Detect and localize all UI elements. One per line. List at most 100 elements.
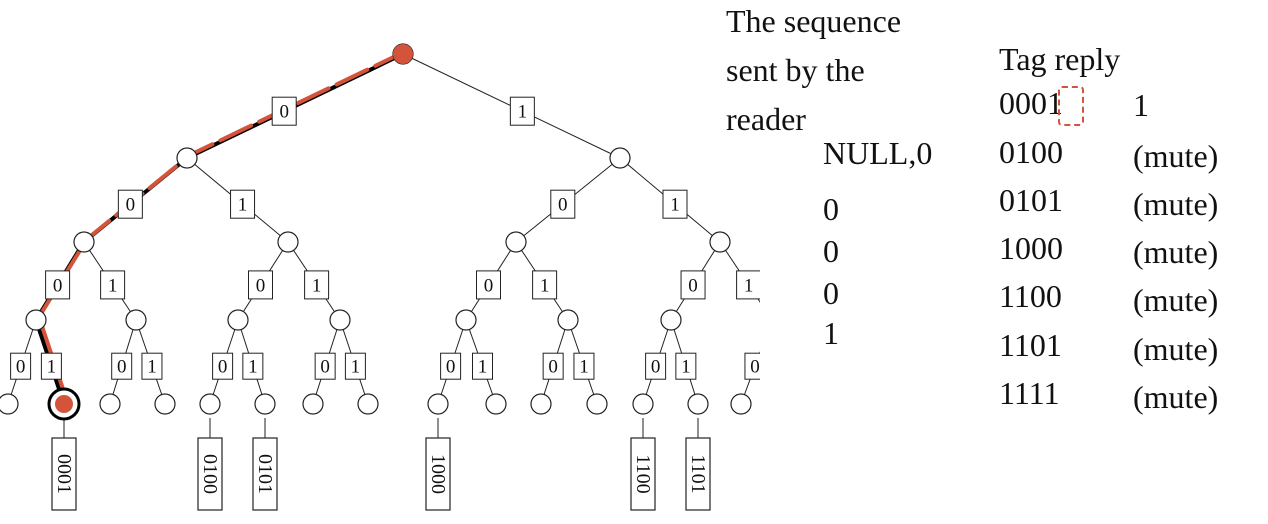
- tree-node: [199, 393, 221, 415]
- tag-reply: (mute): [1133, 331, 1219, 367]
- tag-label: 1100: [632, 454, 654, 493]
- branch-label-box: [117, 189, 143, 219]
- tag-label: 1101: [687, 454, 709, 493]
- branch-label: 1: [47, 357, 57, 378]
- branch-label-box: [314, 352, 336, 380]
- branch-label: 1: [518, 102, 528, 123]
- tree-node: [455, 309, 477, 331]
- branch-label: 0: [126, 195, 136, 216]
- branch-label: 0: [651, 357, 661, 378]
- tree-node: [176, 147, 198, 169]
- branch-label-box: [111, 352, 133, 380]
- branch-label-box: [532, 270, 558, 300]
- branch-label: 1: [312, 275, 322, 296]
- tree-node: [277, 231, 299, 253]
- tag-label: 1000: [427, 454, 449, 494]
- branch-label: 0: [688, 275, 698, 296]
- branch-label: 1: [478, 357, 488, 378]
- tag-id: 0001: [999, 85, 1063, 121]
- branch-label: 0: [446, 357, 456, 378]
- tree-node: [632, 393, 654, 415]
- branch-label-box: [304, 270, 330, 300]
- branch-label: 1: [540, 275, 550, 296]
- tag-box: [685, 437, 711, 511]
- branch-label-box: [680, 270, 706, 300]
- branch-label: 1: [238, 195, 248, 216]
- tag-reply: (mute): [1133, 234, 1219, 270]
- tree-node: [329, 309, 351, 331]
- branch-label-box: [472, 352, 493, 380]
- tag-id: 0100: [999, 134, 1063, 170]
- search-path-line: [33, 52, 405, 406]
- tree-node: [154, 393, 176, 415]
- tree-node: [73, 231, 95, 253]
- branch-label: 1: [744, 275, 754, 296]
- reader-sequence-item: 0: [823, 275, 839, 311]
- branch-label: 1: [579, 357, 589, 378]
- tag-id: 1101: [999, 327, 1062, 363]
- branch-label-box: [344, 352, 366, 380]
- tag-label: 0101: [254, 454, 276, 494]
- branch-label: 0: [484, 275, 494, 296]
- reader-heading-line-2: sent by the: [726, 52, 865, 88]
- branch-label: 1: [147, 357, 157, 378]
- branch-label: 0: [750, 357, 760, 378]
- branch-label-box: [100, 270, 126, 300]
- search-path-highlight: [36, 49, 408, 403]
- tag-id: 0101: [999, 182, 1063, 218]
- query-tree-diagram: 0001010001011000110011011111010101010101…: [0, 43, 760, 511]
- tree-node: [357, 393, 379, 415]
- branch-label-box: [662, 189, 688, 219]
- branch-label: 0: [256, 275, 266, 296]
- branch-label: 0: [53, 275, 63, 296]
- branch-label-box: [10, 352, 32, 380]
- tree-node: [485, 393, 507, 415]
- tree-node: [660, 309, 682, 331]
- branch-label-box: [212, 352, 234, 380]
- branch-label-box: [550, 189, 576, 219]
- reader-sequence-item: 1: [823, 315, 839, 351]
- branch-label-box: [736, 270, 760, 300]
- tag-id: 1100: [999, 278, 1062, 314]
- tag-box: [197, 437, 223, 511]
- reader-sequence-item: NULL,0: [823, 135, 933, 171]
- branch-label-box: [248, 270, 273, 300]
- branch-label-box: [271, 96, 297, 126]
- highlighted-bit-box: [1058, 86, 1084, 126]
- branch-label-box: [141, 352, 163, 380]
- branch-label-box: [40, 352, 62, 380]
- branch-label-box: [675, 352, 697, 380]
- tag-label: 0001: [53, 454, 75, 494]
- branch-label-box: [476, 270, 501, 300]
- tag-box: [425, 437, 451, 511]
- branch-label: 1: [670, 195, 680, 216]
- tag-box: [252, 437, 278, 511]
- tree-node: [586, 393, 608, 415]
- tree-node: [730, 393, 752, 415]
- branch-label: 0: [16, 357, 26, 378]
- reader-heading-line-3: reader: [726, 101, 806, 137]
- branch-label-box: [573, 352, 595, 380]
- branch-label: 0: [218, 357, 228, 378]
- reader-sequence-item: 0: [823, 191, 839, 227]
- root-node-highlight: [393, 44, 413, 64]
- tree-node: [302, 393, 324, 415]
- tree-node: [254, 393, 276, 415]
- tag-reply: (mute): [1133, 186, 1219, 222]
- target-leaf-node: [55, 395, 73, 413]
- branch-label: 0: [279, 102, 289, 123]
- tag-label: 0100: [199, 454, 221, 494]
- tag-reply-heading: Tag reply: [999, 41, 1121, 77]
- tree-node: [25, 309, 47, 331]
- tree-node: [99, 393, 121, 415]
- branch-label: 0: [558, 195, 568, 216]
- branch-label-box: [440, 352, 462, 380]
- branch-label: 0: [117, 357, 127, 378]
- tag-id: 1000: [999, 230, 1063, 266]
- tree-node: [0, 393, 19, 415]
- tag-reply: (mute): [1133, 379, 1219, 415]
- branch-label: 0: [320, 357, 330, 378]
- tree-node: [530, 393, 552, 415]
- tree-node: [505, 231, 527, 253]
- tag-reply: 1: [1133, 87, 1149, 123]
